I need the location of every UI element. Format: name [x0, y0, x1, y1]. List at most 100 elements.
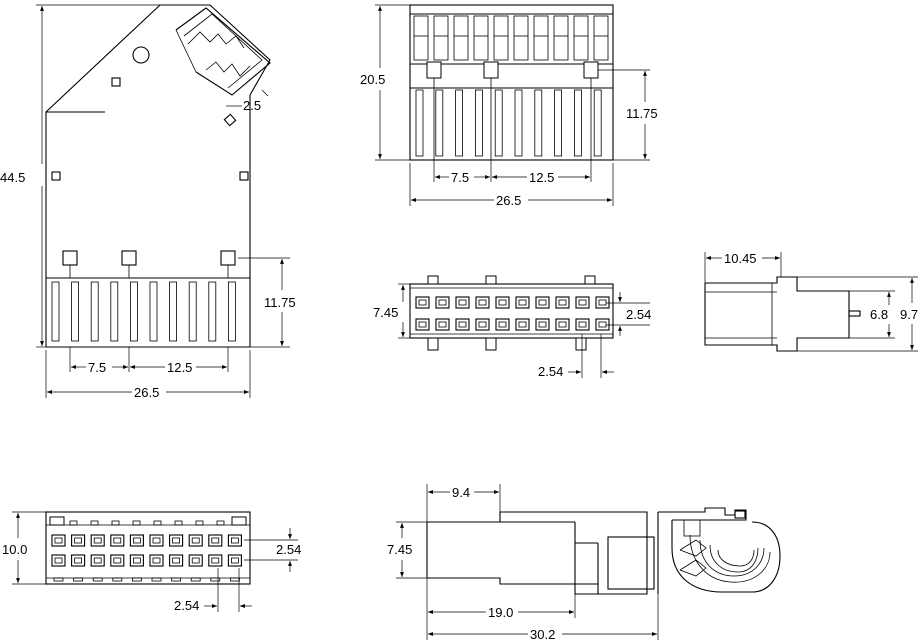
contact-slot: [71, 281, 79, 342]
dim-bottom-row-pitch: 2.54: [276, 542, 301, 557]
contact-hole-inner: [152, 557, 161, 564]
contact-hole-inner: [93, 557, 102, 564]
contact-hole-inner: [518, 299, 527, 306]
contact-slot: [208, 281, 217, 342]
contact-cavity: [413, 15, 429, 61]
contact-hole: [208, 554, 223, 567]
dim-front-height: 20.5: [360, 72, 385, 87]
bottom-foot: [171, 577, 182, 582]
contact-hole-inner: [191, 537, 200, 544]
contact-slot: [455, 89, 464, 157]
contact-cavity: [513, 15, 529, 61]
bottom-foot: [73, 577, 83, 582]
contact-hole: [169, 554, 184, 567]
side-view-dimensions: 10.45 6.8 9.7: [704, 251, 918, 352]
dim-side-top-length: 10.45: [724, 251, 757, 266]
front-view: [409, 4, 614, 161]
contact-hole: [169, 534, 184, 547]
bottom-foot: [53, 577, 64, 582]
contact-hole-inner: [191, 557, 200, 564]
contact-hole-inner: [498, 321, 507, 328]
contact-slot: [149, 281, 158, 342]
contact-slot: [188, 281, 197, 342]
contact-hole-inner: [152, 537, 161, 544]
contact-hole-inner: [74, 557, 82, 564]
contact-hole: [595, 296, 610, 309]
contact-slot: [554, 89, 562, 157]
contact-slot: [435, 89, 444, 157]
contact-hole: [535, 318, 550, 331]
contact-hole-inner: [438, 321, 447, 328]
dim-front-pin-height: 11.75: [626, 106, 658, 121]
dim-left-pitch-a: 7.5: [88, 360, 106, 375]
contact-hole-inner: [578, 299, 587, 306]
contact-hole-inner: [598, 299, 607, 306]
contact-hole: [575, 318, 590, 331]
contact-hole-inner: [558, 299, 567, 306]
contact-cavity: [433, 15, 449, 61]
top-notch: [216, 520, 225, 526]
contact-hole: [515, 296, 530, 309]
bottom-view: [45, 511, 251, 585]
angled-latch: [175, 7, 271, 127]
bottom-foot: [210, 577, 221, 582]
contact-hole: [227, 554, 242, 567]
contact-hole-inner: [132, 537, 141, 544]
bottom-foot: [131, 577, 142, 582]
contact-hole: [129, 554, 144, 567]
contact-cavity: [553, 15, 569, 61]
contact-hole-inner: [598, 321, 607, 328]
contact-hole: [110, 554, 125, 567]
cable-clip: [658, 507, 781, 593]
contact-slot: [415, 89, 424, 157]
profile-view: [426, 507, 781, 595]
dim-bottom-col-pitch: 2.54: [174, 598, 199, 613]
contact-hole: [71, 554, 86, 567]
dim-front-pitch-b: 12.5: [529, 170, 554, 185]
contact-slot: [514, 89, 523, 157]
dim-left-width: 26.5: [134, 385, 159, 400]
contact-hole-inner: [230, 537, 239, 544]
contact-hole-inner: [478, 321, 487, 328]
contact-cavity: [573, 15, 589, 61]
dim-left-small-gap: 2.5: [243, 98, 261, 113]
dim-left-height: 44.5: [0, 170, 25, 185]
contact-hole-inner: [418, 321, 427, 328]
dim-profile-top-len: 9.4: [452, 485, 470, 500]
dim-front-pitch-a: 7.5: [451, 170, 469, 185]
dim-left-pitch-b: 12.5: [167, 360, 192, 375]
dim-profile-mid-len: 19.0: [488, 605, 513, 620]
top-view: [409, 275, 614, 351]
dim-top-col-pitch: 2.54: [538, 364, 563, 379]
contact-hole-inner: [113, 557, 122, 564]
contact-slot: [90, 281, 99, 342]
contact-hole-inner: [113, 537, 122, 544]
contact-hole-inner: [578, 321, 587, 328]
contact-hole: [51, 554, 66, 567]
contact-hole: [475, 296, 490, 309]
contact-hole: [555, 296, 570, 309]
contact-hole: [495, 296, 510, 309]
contact-slot: [494, 89, 503, 157]
contact-hole: [227, 534, 242, 547]
contact-slot: [129, 281, 138, 342]
contact-hole-inner: [518, 321, 527, 328]
bottom-view-dimensions: 10.0 2.54 2.54: [2, 511, 301, 613]
top-notch: [174, 520, 183, 526]
angled-side-view: [45, 4, 271, 348]
contact-hole: [71, 534, 86, 547]
contact-hole-inner: [211, 537, 220, 544]
contact-hole-inner: [498, 299, 507, 306]
contact-slot: [474, 89, 483, 157]
bottom-foot: [229, 577, 240, 582]
contact-hole-inner: [74, 537, 82, 544]
side-view: [704, 276, 861, 352]
contact-hole-inner: [132, 557, 141, 564]
front-view-dimensions: 20.5 11.75 7.5 12.5 26.5: [360, 4, 658, 208]
contact-slot: [227, 281, 236, 342]
contact-hole: [515, 318, 530, 331]
contact-hole: [535, 296, 550, 309]
contact-hole: [90, 534, 105, 547]
contact-cavity: [493, 15, 509, 61]
